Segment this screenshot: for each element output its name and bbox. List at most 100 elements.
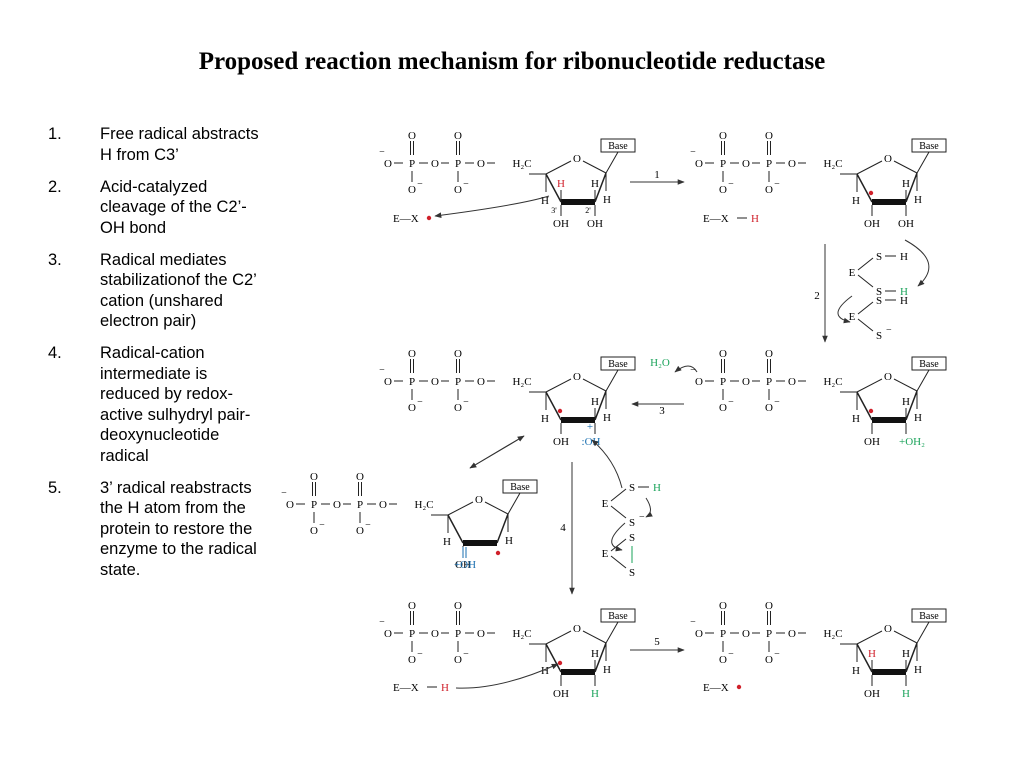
thiol-hydrogen: H — [900, 251, 908, 263]
sulfur-atom: S — [629, 517, 635, 529]
bond-line — [545, 378, 572, 393]
phosphorus-atom: P — [766, 158, 772, 170]
slide-title: Proposed reaction mechanism for ribonucl… — [198, 48, 826, 75]
radical-dot — [557, 660, 563, 666]
bond-line — [605, 151, 619, 174]
sulfur-atom: S — [629, 532, 635, 544]
oxygen-atom: O — [454, 348, 462, 360]
bond-line — [582, 378, 607, 392]
charge-minus: − — [379, 365, 385, 376]
steps-list: 1. Free radical abstracts H from C3’ 2. … — [48, 124, 268, 592]
phosphorus-atom: P — [409, 628, 415, 640]
enzyme-e: E — [602, 548, 609, 560]
oxygen-atom: O — [356, 525, 364, 537]
disulfide-formation-curve — [611, 522, 626, 552]
oxygen-atom: O — [477, 158, 485, 170]
oxygen-atom: O — [742, 158, 750, 170]
step-3-label: 3 — [659, 405, 665, 417]
hydrogen-atom: H — [541, 195, 549, 207]
ring-bold-edge — [872, 417, 906, 423]
ring-bond — [905, 390, 918, 421]
oxygen-atom: O — [765, 184, 773, 196]
c2-upper-substituent: H — [591, 178, 599, 190]
radical-dot — [868, 408, 874, 414]
oxygen-atom: O — [719, 184, 727, 196]
abstracted-hydrogen: H — [751, 213, 759, 225]
methylene-group: H₂C — [512, 628, 531, 640]
ring-bond — [594, 642, 607, 673]
oxygen-atom: O — [695, 376, 703, 388]
phosphorus-atom: P — [720, 158, 726, 170]
charge-minus: − — [463, 649, 469, 660]
hydrogen-atom: H — [852, 413, 860, 425]
c2-upper-substituent: H — [591, 396, 599, 408]
phosphorus-atom: P — [455, 158, 461, 170]
methylene-group: H₂C — [823, 376, 842, 388]
c3-lower-substituent: OH — [864, 436, 880, 448]
ring-bond — [496, 513, 509, 544]
bond-line — [893, 160, 918, 174]
hydrogen-atom: H — [443, 536, 451, 548]
radical-dot — [426, 215, 432, 221]
enzyme-xh-step1: E—X H — [703, 213, 759, 225]
base-label: Base — [608, 611, 628, 622]
bond-line — [857, 257, 874, 271]
bond-line — [916, 369, 930, 392]
enzyme-x-group: E—X — [393, 682, 419, 694]
bond-line — [605, 369, 619, 392]
oxygen-atom: O — [310, 525, 318, 537]
hydrogen-atom: H — [505, 535, 513, 547]
oxygen-atom: O — [379, 499, 387, 511]
abstracted-hydrogen: H — [441, 682, 449, 694]
ring-oxygen: O — [884, 371, 892, 383]
ring-oxygen: O — [573, 371, 581, 383]
oxygen-atom: O — [719, 130, 727, 142]
c2-lower-substituent: OH — [587, 218, 603, 230]
sulfur-atom: S — [629, 567, 635, 579]
phosphorus-atom: P — [455, 376, 461, 388]
charge-minus: − — [728, 649, 734, 660]
oxygen-atom: O — [408, 654, 416, 666]
oxygen-atom: O — [408, 348, 416, 360]
c2-lower-substituent: H — [591, 688, 599, 700]
ring-bond — [856, 173, 873, 203]
carbon-2-prime-label: 2' — [585, 206, 591, 215]
bond-line — [582, 630, 607, 644]
enzyme-e: E — [849, 267, 856, 279]
enzyme-x-group: E—X — [703, 213, 729, 225]
oxygen-atom: O — [454, 654, 462, 666]
charge-minus: − — [365, 520, 371, 531]
disulfide-pair: E S S — [602, 532, 635, 579]
protonated-hydroxyl: +OH — [454, 559, 476, 571]
bond-line — [893, 378, 918, 392]
oxygen-atom: O — [408, 600, 416, 612]
oxygen-atom: O — [431, 158, 439, 170]
oxygen-atom: O — [695, 628, 703, 640]
ring-bond — [545, 173, 562, 203]
oxygen-atom: O — [719, 654, 727, 666]
bond-line — [545, 630, 572, 645]
methylene-group: H₂C — [512, 158, 531, 170]
ring-bond — [856, 643, 873, 673]
oxygen-atom: O — [765, 402, 773, 414]
phosphorus-atom: P — [311, 499, 317, 511]
ring-bold-edge — [463, 540, 497, 546]
ring-oxygen: O — [573, 153, 581, 165]
ring-bond — [905, 642, 918, 673]
base-label: Base — [919, 141, 939, 152]
hydrogen-atom: H — [852, 665, 860, 677]
base-label: Base — [919, 611, 939, 622]
enzyme-x-group: E—X — [393, 213, 419, 225]
c3-lower-substituent: OH — [864, 688, 880, 700]
charge-minus: − — [463, 179, 469, 190]
c3-lower-substituent: OH — [553, 688, 569, 700]
water-molecule: H₂O — [650, 357, 670, 369]
step-number: 2. — [48, 177, 62, 196]
c3-upper-substituent: H — [868, 648, 876, 660]
step-text: Free radical abstracts H from C3’ — [100, 125, 259, 164]
c2-lower-substituent: :OH — [582, 436, 601, 448]
oxygen-atom: O — [431, 376, 439, 388]
enzyme-xh-step5: E—X H — [393, 682, 449, 694]
enzyme-radical-end: E—X — [703, 682, 742, 694]
